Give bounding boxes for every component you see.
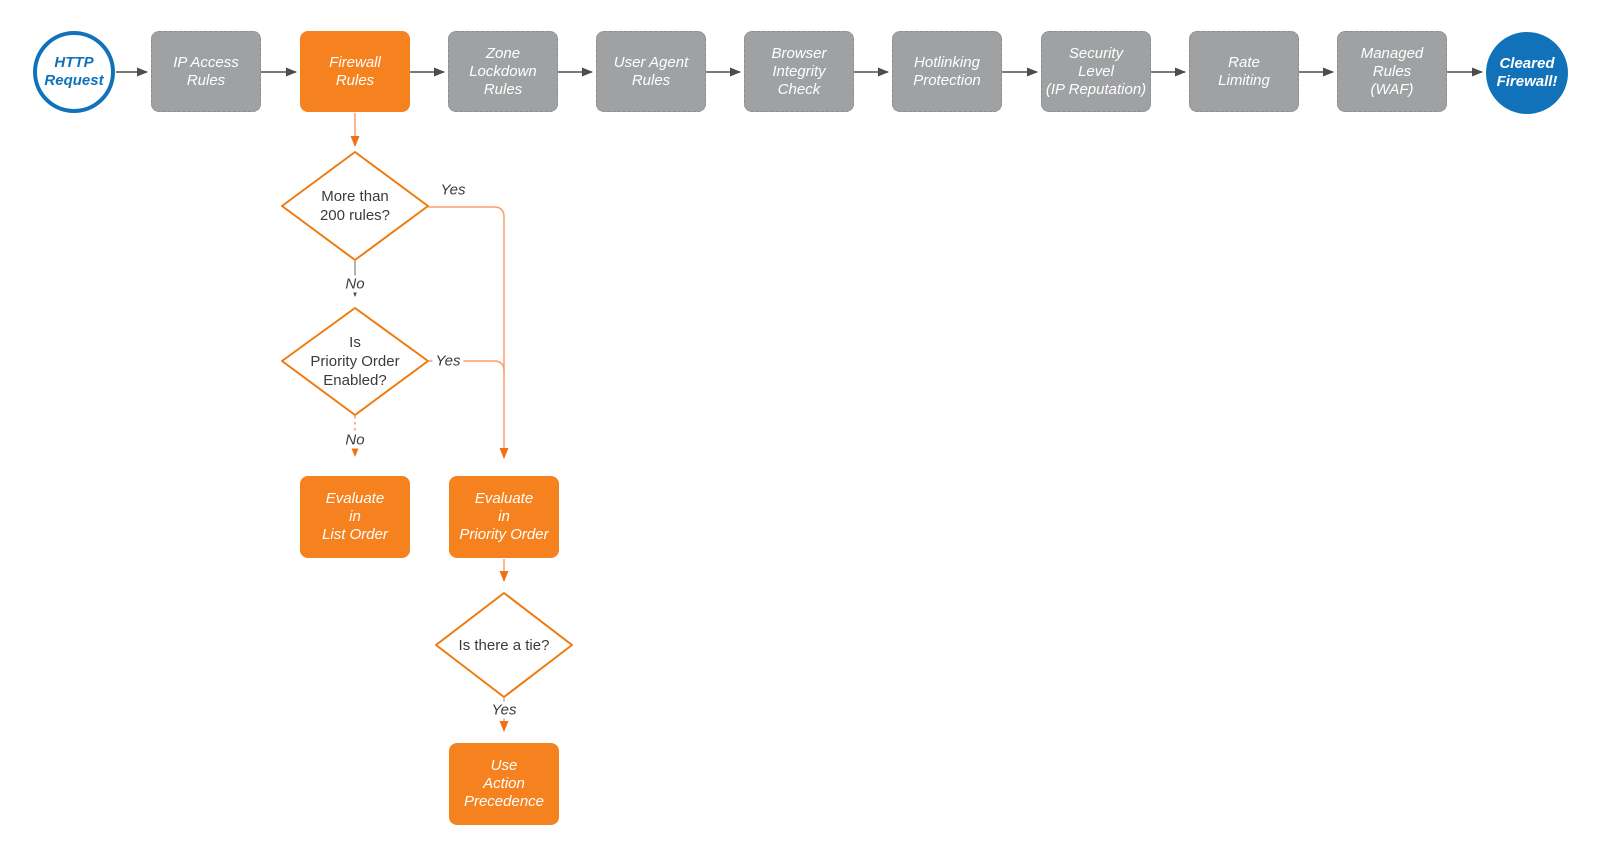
action-use-action-precedence: Use Action Precedence [449,743,559,825]
step-firewall-rules: Firewall Rules [300,31,410,112]
edge-label-decision3-yes: Yes [488,701,520,719]
action-evaluate-list-order: Evaluate in List Order [300,476,410,558]
edge-label-decision2-no: No [342,431,368,449]
edge-label-decision1-yes: Yes [437,181,469,199]
step-hotlinking-protection: Hotlinking Protection [892,31,1002,112]
decision-priority-order-enabled-label: Is Priority Order Enabled? [310,334,400,389]
step-managed-rules-waf: Managed Rules (WAF) [1337,31,1447,112]
step-security-level: Security Level (IP Reputation) [1041,31,1151,112]
connector-decision1-yes-to-priority-order [428,206,509,459]
step-zone-lockdown-rules: Zone Lockdown Rules [448,31,558,112]
connector-decision2-yes-merge [428,360,505,372]
step-ip-access-rules: IP Access Rules [151,31,261,112]
decision-priority-order-enabled-shape [281,307,429,416]
decision-is-there-a-tie-label: Is there a tie? [458,637,550,654]
action-evaluate-priority-order: Evaluate in Priority Order [449,476,559,558]
start-node-http-request: HTTP Request [33,31,115,113]
decision-more-than-200-rules-shape [281,151,429,261]
edge-label-decision2-yes: Yes [432,352,464,370]
end-node-cleared-firewall: Cleared Firewall! [1486,32,1568,114]
step-browser-integrity-check: Browser Integrity Check [744,31,854,112]
decision-is-there-a-tie-shape [435,592,573,698]
step-user-agent-rules: User Agent Rules [596,31,706,112]
edge-label-decision1-no: No [342,275,368,293]
step-rate-limiting: Rate Limiting [1189,31,1299,112]
decision-more-than-200-rules-label: More than 200 rules? [319,188,391,224]
